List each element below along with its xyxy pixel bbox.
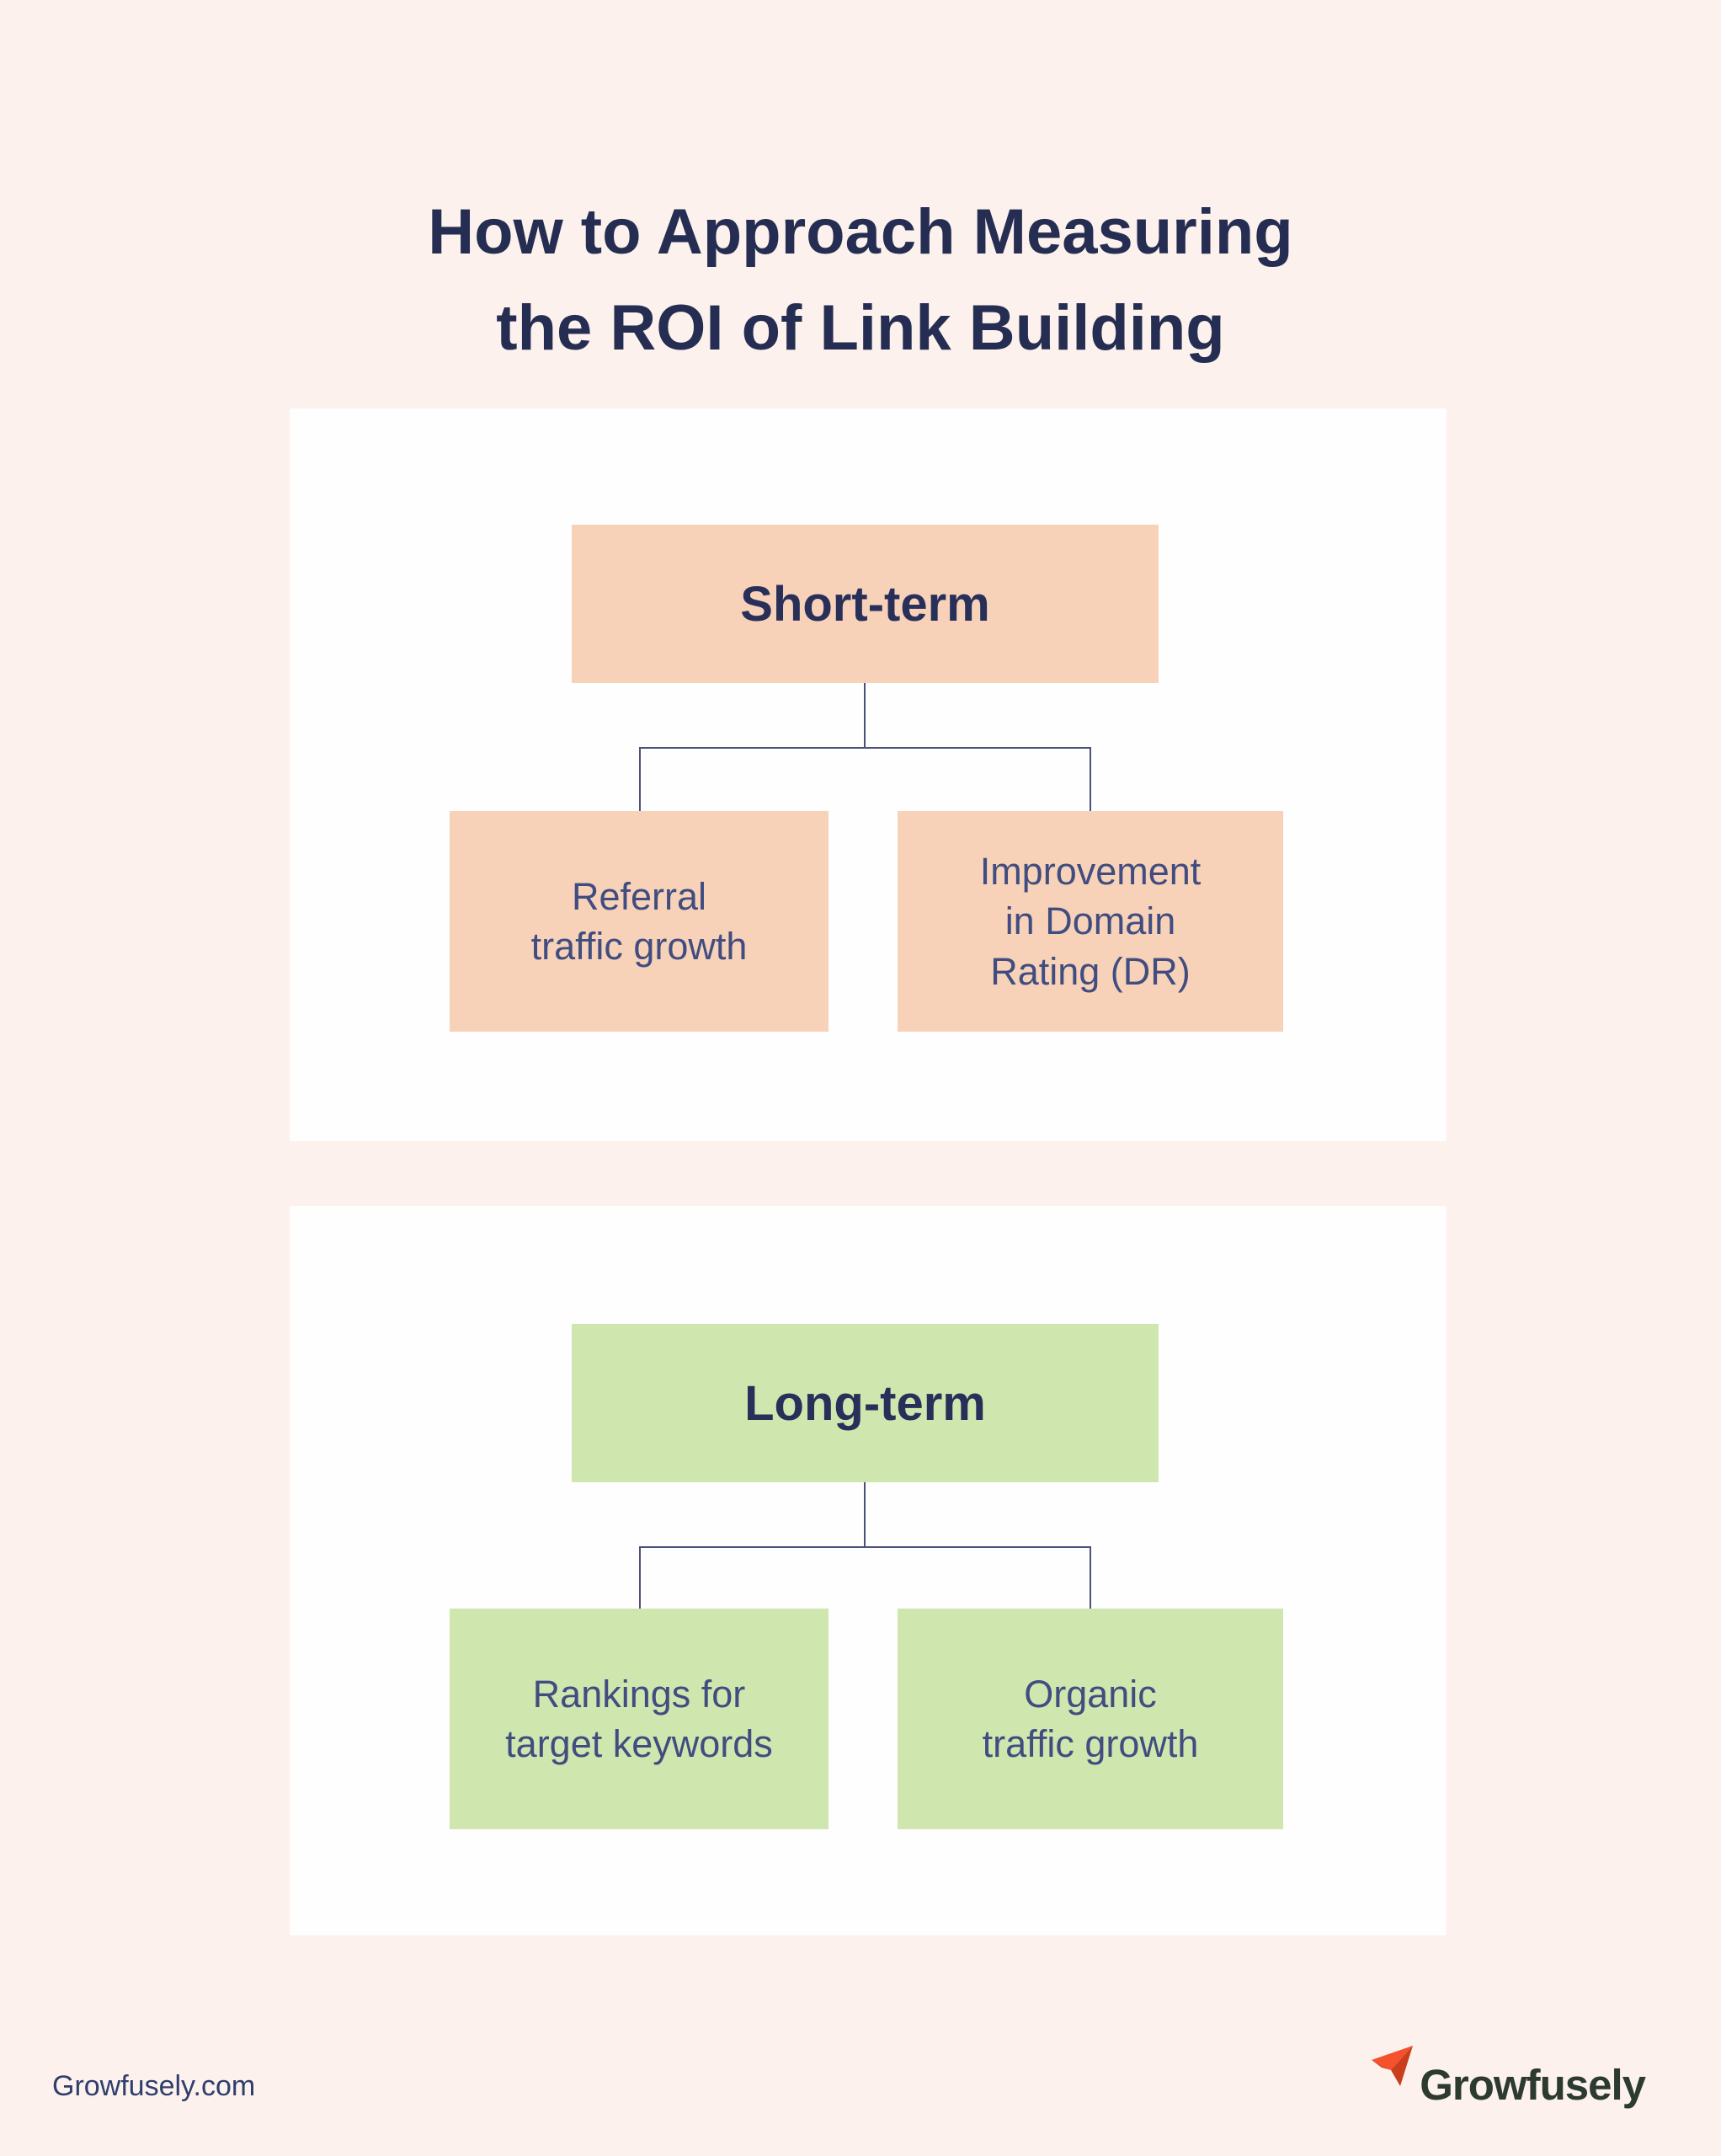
connector-drop-left — [639, 1546, 641, 1610]
page-title-line-1: How to Approach Measuring — [428, 195, 1293, 268]
referral-traffic-growth-box: Referral traffic growth — [450, 811, 829, 1032]
growfusely-logo: Growfusely — [1367, 2041, 1646, 2109]
site-url-text: Growfusely.com — [52, 2070, 256, 2102]
connector-drop-left — [639, 747, 641, 811]
connector-horizontal — [639, 1546, 1091, 1548]
paper-plane-icon — [1372, 2046, 1414, 2086]
connector-drop-right — [1090, 1546, 1091, 1610]
brand-wordmark: Growfusely — [1420, 2061, 1646, 2109]
organic-traffic-growth-box: Organic traffic growth — [898, 1609, 1283, 1829]
domain-rating-improvement-box: Improvement in Domain Rating (DR) — [898, 811, 1283, 1032]
connector-stem — [864, 1482, 866, 1546]
connector-horizontal — [639, 747, 1091, 749]
page-title-line-2: the ROI of Link Building — [496, 291, 1225, 364]
connector-stem — [864, 683, 866, 748]
rankings-target-keywords-box: Rankings for target keywords — [450, 1609, 829, 1829]
connector-drop-right — [1090, 747, 1091, 811]
short-term-box: Short-term — [572, 525, 1159, 683]
long-term-box: Long-term — [572, 1324, 1159, 1482]
panel-long-term: Long-term Rankings for target keywords O… — [290, 1206, 1447, 1935]
page-title: How to Approach Measuring the ROI of Lin… — [0, 184, 1721, 376]
panel-short-term: Short-term Referral traffic growth Impro… — [290, 408, 1447, 1141]
